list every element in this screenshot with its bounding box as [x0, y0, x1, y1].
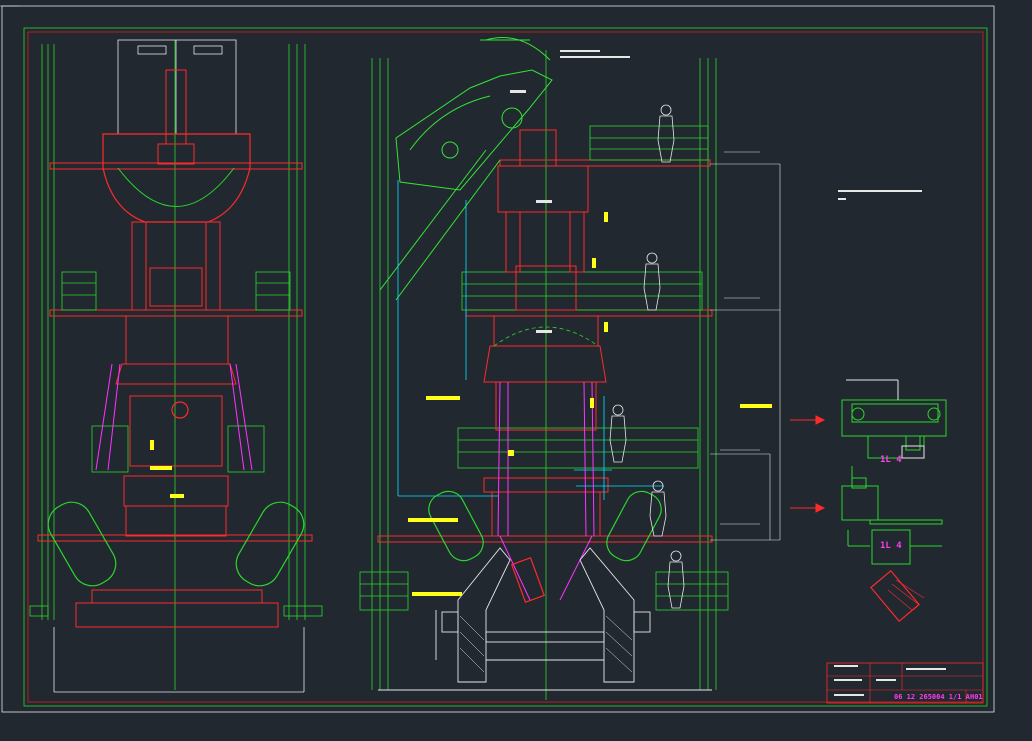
drawing-number: 06 12 265004 1/1 A [894, 693, 971, 701]
general-notes [838, 190, 922, 200]
detail-view-upper: 1L 4 [841, 379, 947, 465]
centre-elevation-view [359, 37, 781, 700]
inner-red-frame [27, 31, 984, 703]
outer-border [1, 5, 995, 713]
drawing-frame [23, 27, 988, 707]
sheet-tag: H01 [970, 693, 983, 701]
title-block: 06 12 265004 1/1 A H01 [826, 662, 984, 704]
detail-label-lower: 1L 4 [880, 541, 902, 551]
detail-view-lower: 1L 4 [841, 466, 943, 623]
detail-arrows [790, 415, 826, 513]
left-elevation-view [29, 39, 323, 693]
detail-label-upper: 1L 4 [880, 455, 902, 465]
